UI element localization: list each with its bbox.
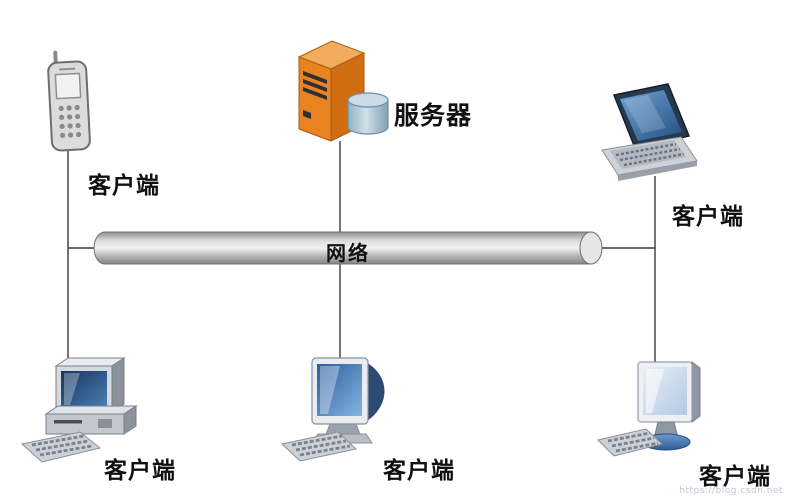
phone-screen	[54, 72, 82, 100]
phone-keypad	[58, 104, 82, 138]
desktop-client-label: 客户端	[104, 458, 176, 484]
server-label: 服务器	[394, 101, 473, 130]
desktop-case	[45, 413, 125, 435]
phone-antenna	[53, 50, 58, 65]
laptop-client-label: 客户端	[672, 204, 744, 230]
pipe-end-cap	[579, 231, 603, 265]
phone-client-icon	[47, 50, 91, 152]
monitor-client-icon	[280, 357, 385, 462]
server-icon	[297, 40, 389, 142]
monitor-screen	[317, 364, 362, 416]
flatpanel-client-icon	[597, 361, 701, 457]
laptop-client-icon	[601, 83, 698, 181]
laptop-screen	[620, 90, 682, 141]
monitor-client-label: 客户端	[383, 458, 455, 484]
desktop-client-icon	[20, 357, 138, 463]
server-vents	[303, 71, 327, 119]
network-pipe	[93, 231, 603, 265]
connector-lines	[67, 141, 656, 366]
database-cylinder-icon	[347, 92, 389, 135]
desktop-screen	[61, 371, 107, 407]
laptop-keyboard	[610, 140, 686, 169]
phone-client-label: 客户端	[88, 173, 160, 199]
watermark: https://blog.csdn.net	[679, 486, 783, 496]
flatpanel-client-label: 客户端	[699, 464, 771, 490]
network-label: 网络	[326, 241, 370, 265]
